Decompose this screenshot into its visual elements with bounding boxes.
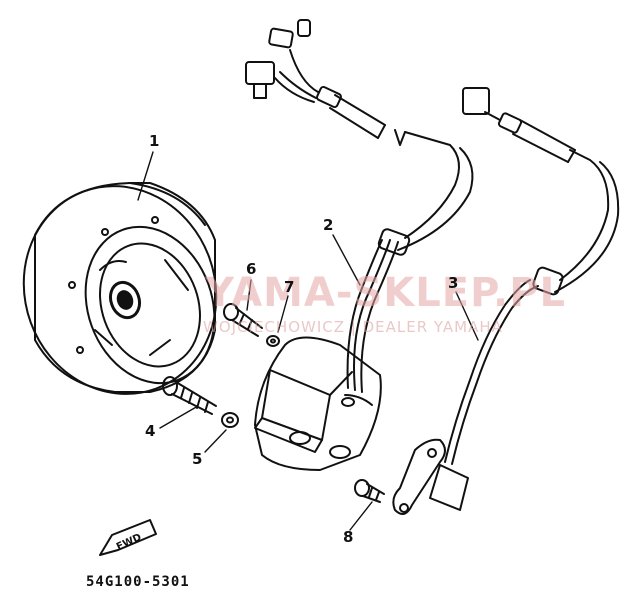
watermark-sub: WOJCIECHOWICZ | DEALER YAMAHA xyxy=(203,318,503,336)
callout-7: 7 xyxy=(284,278,295,296)
watermark-main: YAMA-SKLEP.PL xyxy=(205,270,567,316)
callout-3: 3 xyxy=(448,274,459,292)
pickup-coil-screw xyxy=(354,479,385,503)
stator-screw-short xyxy=(223,303,263,337)
small-washer xyxy=(266,335,280,347)
washer xyxy=(221,412,239,428)
callout-leader-5 xyxy=(204,429,227,453)
callout-leader-6 xyxy=(246,279,252,311)
callout-6: 6 xyxy=(246,260,257,278)
pickup-coil-assembly xyxy=(392,87,620,515)
callout-8: 8 xyxy=(343,528,354,546)
callout-leader-4 xyxy=(159,405,199,429)
callout-4: 4 xyxy=(145,422,156,440)
callout-2: 2 xyxy=(323,216,334,234)
flywheel-rotor xyxy=(22,182,218,395)
callout-1: 1 xyxy=(149,132,160,150)
diagram-part-code: 54G100-5301 xyxy=(86,574,190,590)
callout-leader-8 xyxy=(349,501,373,531)
callout-leader-1 xyxy=(137,151,154,201)
callout-leader-7 xyxy=(277,295,289,333)
callout-leader-3 xyxy=(455,291,479,341)
forward-arrow-icon xyxy=(99,519,157,556)
stator-screw-long xyxy=(162,376,217,415)
callout-5: 5 xyxy=(192,450,203,468)
stator-assembly xyxy=(245,19,474,471)
callout-leader-2 xyxy=(332,234,361,286)
